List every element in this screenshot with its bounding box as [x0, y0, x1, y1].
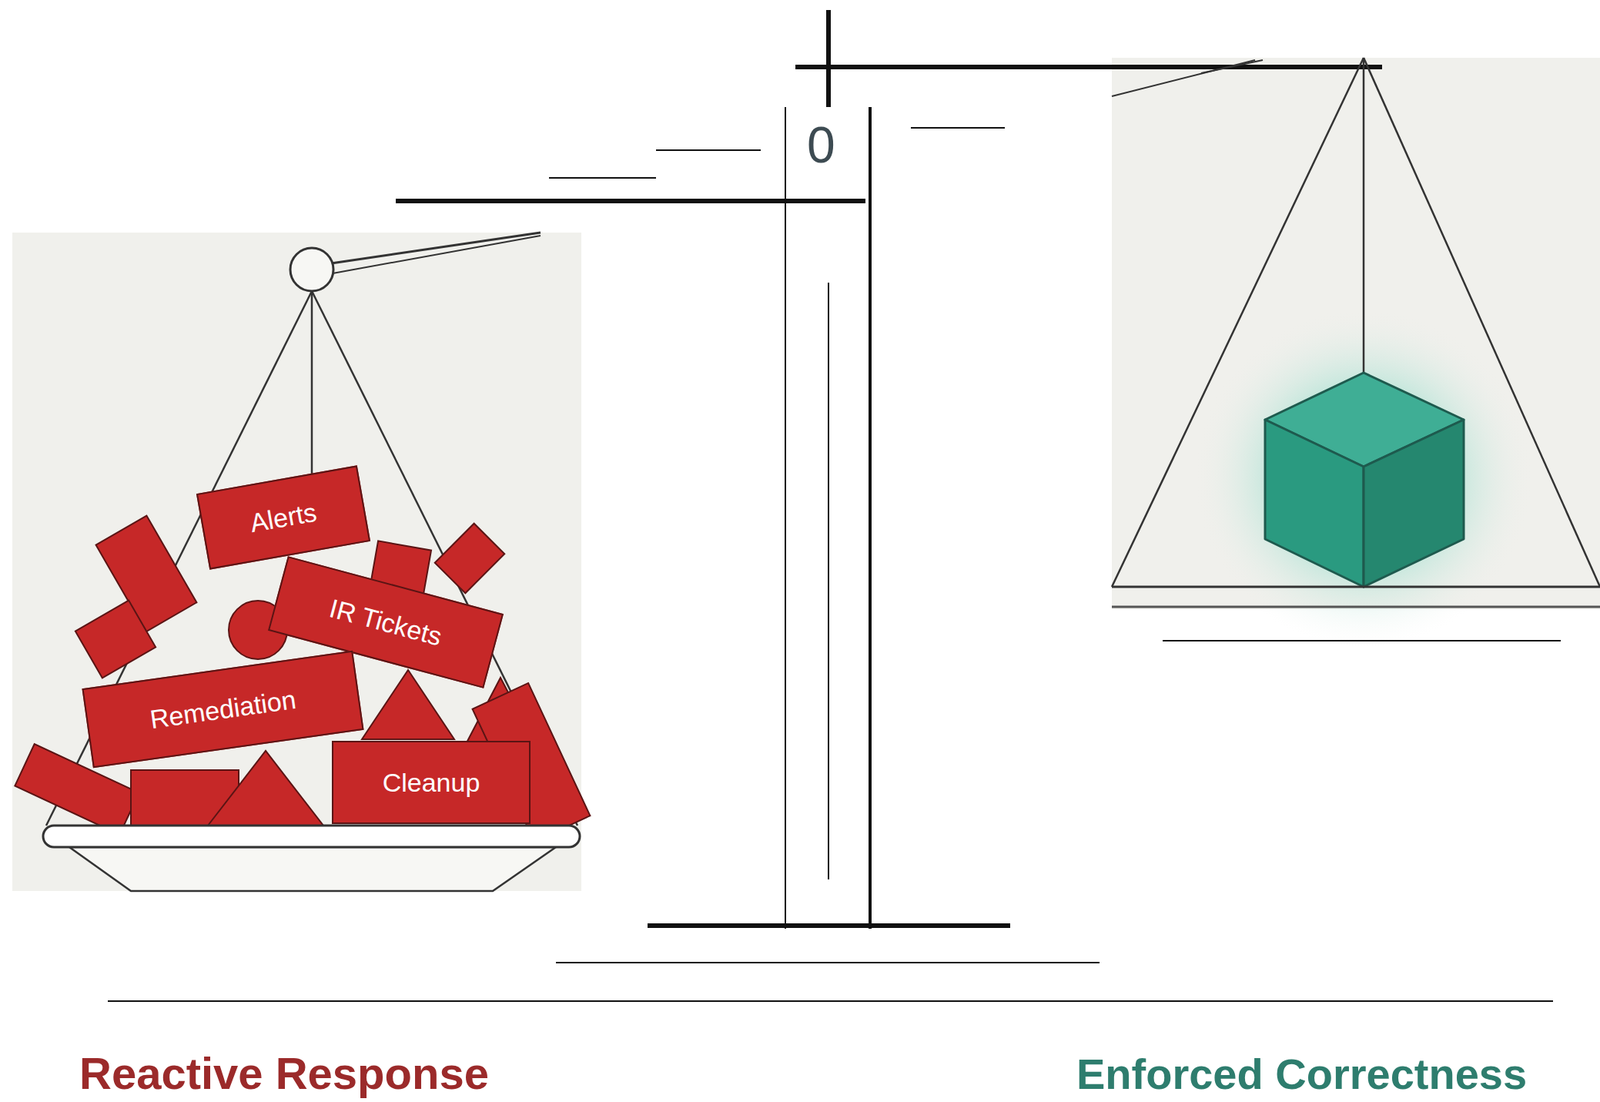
side-label: Reactive Response — [79, 1047, 489, 1099]
cube-left — [1265, 419, 1364, 587]
base-line — [555, 961, 1100, 964]
ground-line — [107, 1000, 1554, 1002]
pan-shadow-line — [1162, 639, 1561, 642]
labeled-block: Alerts — [196, 465, 371, 570]
beam — [395, 198, 866, 204]
labeled-block: Cleanup — [331, 740, 531, 824]
block-label: Cleanup — [382, 767, 481, 798]
pillar-line — [827, 282, 830, 880]
hanger-arm — [331, 232, 541, 264]
balance-reading: 0 — [806, 115, 836, 175]
block-label: Alerts — [247, 496, 319, 539]
pan-plate — [1111, 605, 1600, 609]
hanger-arm — [332, 235, 541, 274]
red-block — [75, 600, 156, 679]
cube-right — [1363, 419, 1464, 587]
block-label: Remediation — [147, 683, 298, 734]
block-label: IR Tickets — [326, 592, 446, 652]
pointer — [826, 10, 831, 108]
pan-string — [1362, 57, 1366, 373]
base-line — [647, 923, 1011, 928]
pan-base — [69, 846, 556, 891]
beam — [795, 64, 1383, 70]
red-block — [207, 750, 324, 826]
hanger-arm — [1201, 60, 1263, 74]
left-panel — [12, 232, 582, 891]
pillar-edge — [784, 107, 787, 929]
red-block — [435, 523, 506, 594]
pan-plate — [43, 825, 580, 847]
pillar-edge — [868, 107, 872, 929]
hanger-ring — [290, 247, 334, 292]
tick-line — [656, 149, 761, 151]
side-label: Enforced Correctness — [1076, 1048, 1527, 1099]
labeled-block: Remediation — [81, 650, 364, 768]
red-block — [361, 669, 455, 740]
pan-string — [1363, 57, 1600, 587]
pan-plate — [1111, 585, 1600, 589]
pan-string — [1111, 57, 1364, 587]
tick-line — [548, 177, 657, 179]
tick-line — [910, 127, 1005, 129]
